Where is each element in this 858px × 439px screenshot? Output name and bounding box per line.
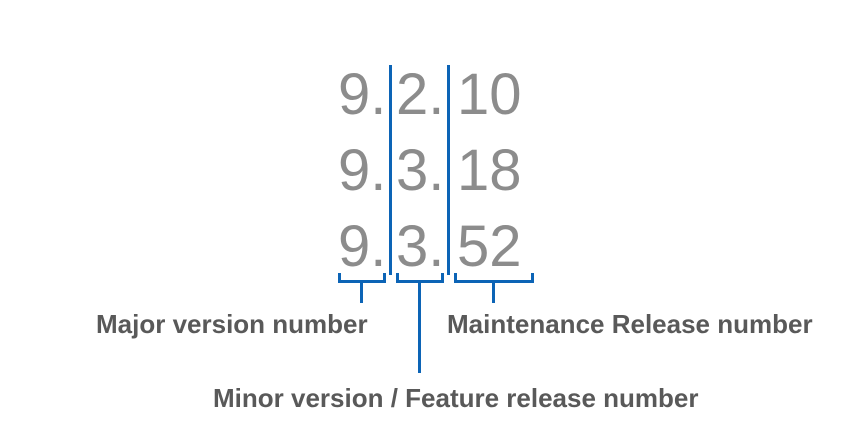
minor-version-bracket [396, 273, 444, 283]
maintenance-release-segment: 52 [457, 214, 522, 279]
major-version-label: Major version number [96, 309, 368, 339]
maintenance-release-label: Maintenance Release number [447, 309, 813, 339]
major-minor-separator-line [389, 65, 392, 275]
version-row: 9. 3. 18 [338, 133, 548, 209]
maintenance-release-segment: 10 [457, 62, 522, 127]
maintenance-release-segment: 18 [457, 138, 522, 203]
major-version-segment: 9. [338, 138, 387, 203]
version-row: 9. 3. 52 [338, 209, 548, 285]
version-numbers-block: 9. 2. 10 9. 3. 18 9. 3. 52 [338, 57, 548, 387]
maintenance-bracket-stem [492, 283, 495, 303]
minor-version-segment: 2. [396, 62, 445, 127]
minor-version-label: Minor version / Feature release number [213, 383, 699, 413]
minor-version-segment: 3. [396, 138, 445, 203]
maintenance-release-bracket [454, 273, 534, 283]
major-version-segment: 9. [338, 214, 387, 279]
major-version-segment: 9. [338, 62, 387, 127]
major-bracket-stem [360, 283, 363, 303]
major-version-bracket [338, 273, 386, 283]
version-row: 9. 2. 10 [338, 57, 548, 133]
minor-bracket-stem [418, 283, 421, 373]
minor-maintenance-separator-line [447, 65, 450, 275]
minor-version-segment: 3. [396, 214, 445, 279]
